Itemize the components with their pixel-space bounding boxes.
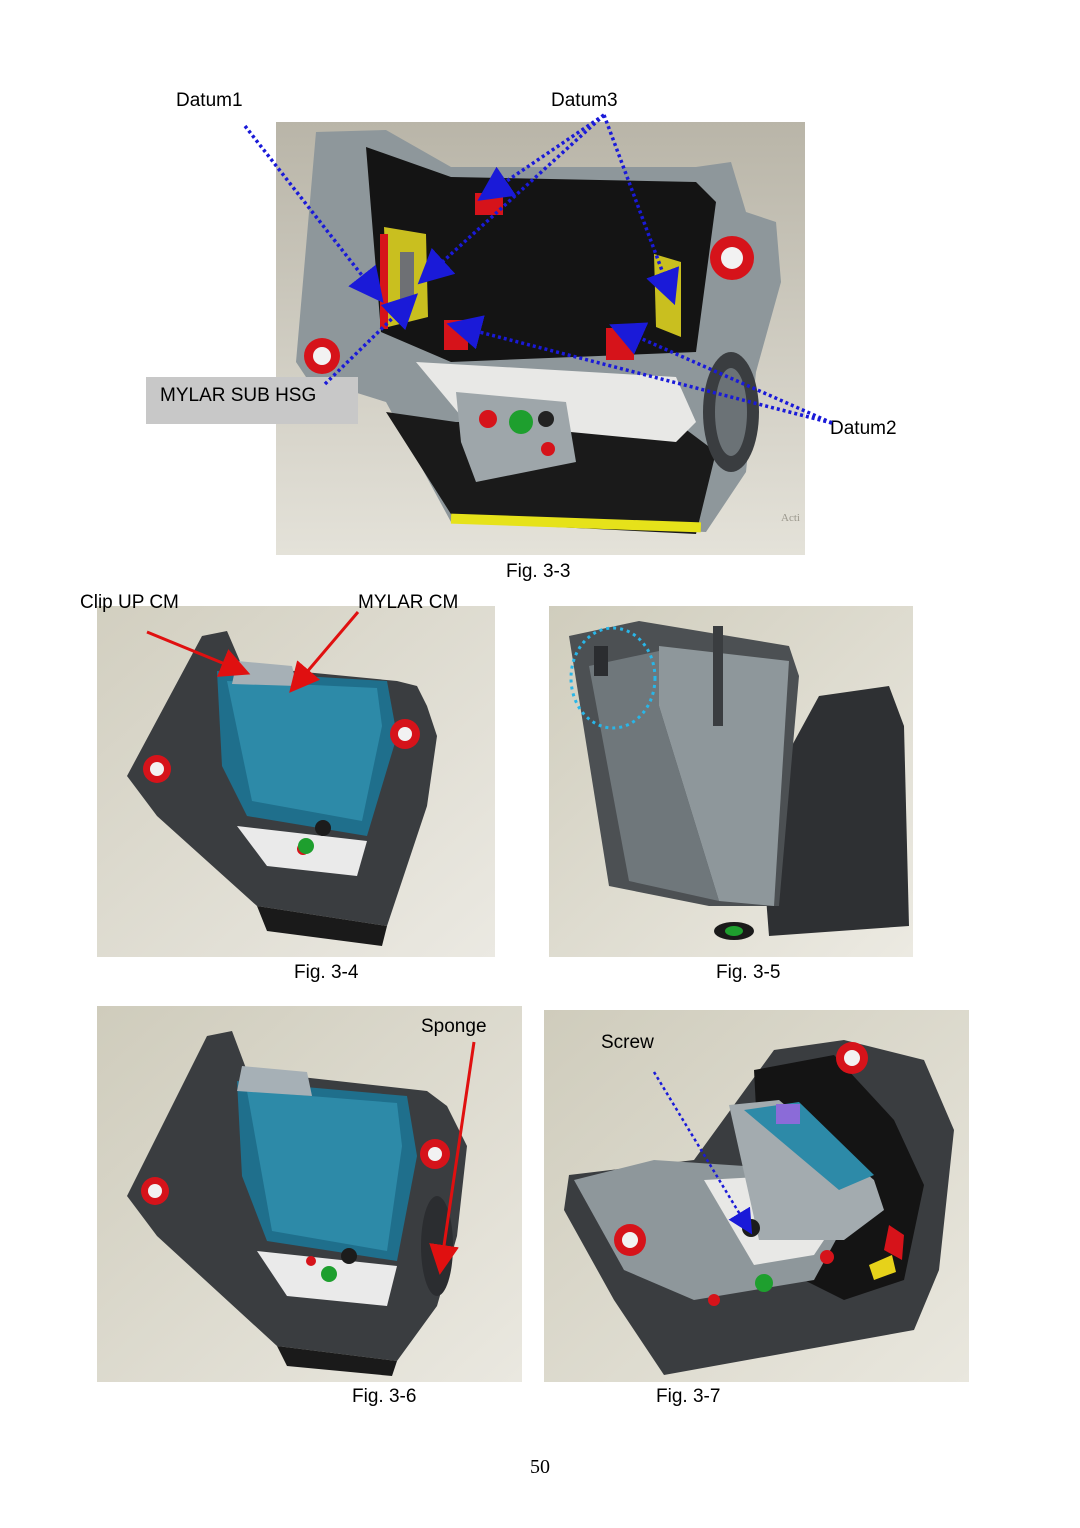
page-number: 50 (530, 1456, 550, 1478)
fig3-3-caption: Fig. 3-3 (506, 561, 571, 582)
figure-3-5-image (549, 606, 913, 957)
clip-up-cm-label: Clip UP CM (80, 592, 179, 613)
fig3-7-caption: Fig. 3-7 (656, 1386, 721, 1407)
mylar-sub-hsg-callout: MYLAR SUB HSG (146, 377, 358, 424)
datum1-label: Datum1 (176, 90, 243, 111)
sponge-label: Sponge (421, 1016, 487, 1037)
figure-3-3-image: Acti (276, 122, 805, 555)
screw-label: Screw (601, 1032, 654, 1053)
mylar-cm-label: MYLAR CM (358, 592, 459, 613)
mylar-sub-hsg-label: MYLAR SUB HSG (160, 385, 317, 406)
figure-3-4-image (97, 606, 495, 957)
figure-3-7-image (544, 1010, 969, 1382)
fig3-6-caption: Fig. 3-6 (352, 1386, 417, 1407)
datum2-label: Datum2 (830, 418, 897, 439)
datum3-label: Datum3 (551, 90, 618, 111)
watermark-text: Acti (781, 512, 800, 524)
fig3-4-caption: Fig. 3-4 (294, 962, 359, 983)
figure-3-6-image (97, 1006, 522, 1382)
fig3-5-caption: Fig. 3-5 (716, 962, 781, 983)
